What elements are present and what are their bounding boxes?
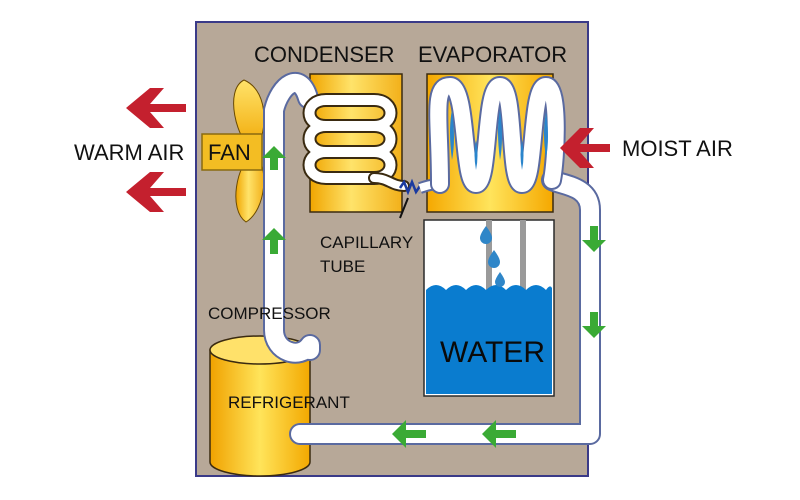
water-droplet-2 bbox=[488, 250, 500, 268]
fan-label: FAN bbox=[208, 140, 251, 165]
condenser-coil bbox=[302, 93, 410, 192]
water-tank-divider-right bbox=[520, 220, 526, 292]
compressor-label: COMPRESSOR bbox=[208, 304, 331, 323]
moist-air-label: MOIST AIR bbox=[622, 136, 733, 161]
refrigerant-label: REFRIGERANT bbox=[228, 393, 350, 412]
flow-arrow-left-2 bbox=[482, 420, 516, 448]
water-body bbox=[426, 285, 552, 394]
fan-box bbox=[201, 133, 263, 171]
warm-air-arrow-top bbox=[126, 88, 186, 128]
evaporator-coil bbox=[428, 76, 566, 194]
capillary-label-line2: TUBE bbox=[320, 257, 366, 276]
flow-arrow-down-2 bbox=[582, 312, 606, 338]
water-droplet-1 bbox=[480, 226, 492, 244]
flow-arrow-left-1 bbox=[392, 420, 426, 448]
moist-air-arrow bbox=[560, 128, 610, 168]
capillary-label-line1: CAPILLARY bbox=[320, 233, 414, 252]
warm-air-arrow-bottom bbox=[126, 172, 186, 212]
water-droplet-3 bbox=[495, 272, 505, 287]
warm-air-label: WARM AIR bbox=[74, 140, 185, 165]
compressor-cylinder bbox=[209, 349, 311, 477]
condenser-label: CONDENSER bbox=[254, 42, 395, 67]
flow-arrow-up-2 bbox=[262, 228, 286, 254]
water-tank-divider-left bbox=[486, 220, 492, 292]
water-label: WATER bbox=[440, 336, 545, 369]
evaporator-label: EVAPORATOR bbox=[418, 42, 568, 67]
flow-arrow-down-1 bbox=[582, 226, 606, 252]
flow-arrow-up-1 bbox=[262, 146, 286, 170]
